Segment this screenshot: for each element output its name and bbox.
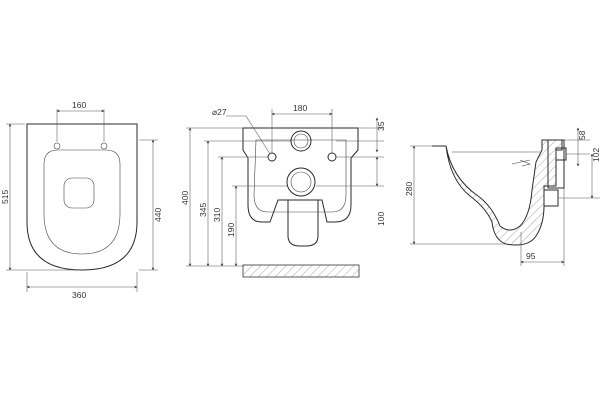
rear-view-inner <box>253 139 347 213</box>
rear-view-foot <box>287 200 319 247</box>
dim-label-440: 440 <box>153 208 163 222</box>
side-section-outlet <box>543 189 559 207</box>
dim-label-160: 160 <box>72 100 86 110</box>
dim-label-180: 180 <box>293 103 307 113</box>
dim-label-35: 35 <box>376 121 386 131</box>
dim-label-515: 515 <box>0 190 10 204</box>
rear-view-hole-right <box>327 152 337 162</box>
rear-view-outlet <box>286 167 316 197</box>
rear-view: ⌀27 180 400 345 310 190 35 100 <box>180 103 386 278</box>
dim-label-190: 190 <box>226 223 236 237</box>
dim-label-400: 400 <box>180 191 190 205</box>
top-view: 160 360 515 440 <box>0 100 163 300</box>
top-view-outline <box>26 123 138 271</box>
top-view-mounting-hole-right <box>100 142 108 150</box>
rear-view-outline <box>242 127 359 223</box>
dim-label-100: 100 <box>376 212 386 226</box>
dim-label-280: 280 <box>404 182 414 196</box>
top-view-outlet <box>63 177 95 209</box>
dim-label-58: 58 <box>577 130 587 140</box>
dim-label-95: 95 <box>526 251 536 261</box>
side-section-view: 280 58 102 95 <box>404 127 600 266</box>
side-section-rear-flange <box>547 139 565 189</box>
dim-label-310: 310 <box>212 208 222 222</box>
dim-label-345: 345 <box>198 203 208 217</box>
top-view-bowl <box>43 149 121 255</box>
top-view-mounting-hole-left <box>53 142 61 150</box>
side-section-body <box>432 139 563 246</box>
rear-view-wall-block <box>242 264 360 278</box>
rear-view-hole-left <box>267 152 277 162</box>
dim-label-102: 102 <box>591 148 600 162</box>
dim-label-360: 360 <box>72 290 86 300</box>
dim-label-diameter-27: ⌀27 <box>212 107 227 117</box>
